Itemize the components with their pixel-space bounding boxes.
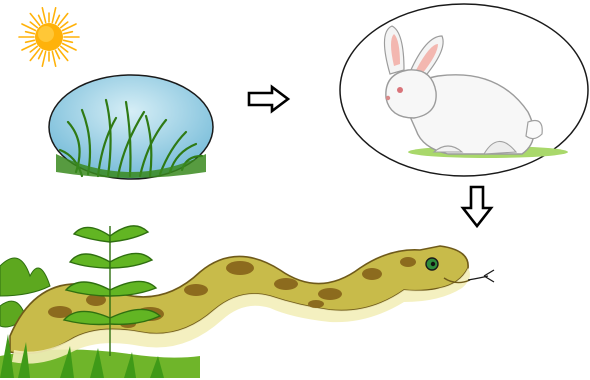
sun-ray bbox=[52, 8, 55, 23]
sun-ray bbox=[64, 40, 73, 42]
sun-ray bbox=[64, 32, 73, 34]
sun-ray bbox=[30, 46, 37, 52]
sun-ray bbox=[61, 46, 68, 52]
rabbit-oval bbox=[338, 2, 590, 178]
sun-ray bbox=[42, 8, 45, 23]
sun-ray bbox=[39, 51, 43, 59]
sun-icon bbox=[12, 4, 86, 70]
arrow-right-icon bbox=[246, 84, 292, 114]
sun-ray bbox=[56, 15, 60, 23]
grass-oval bbox=[46, 72, 216, 182]
sun-ray bbox=[56, 51, 60, 59]
sun-ray bbox=[26, 32, 35, 34]
sun-ray bbox=[52, 52, 55, 67]
sun-ray bbox=[26, 40, 35, 42]
sun-ray bbox=[39, 15, 43, 23]
snake-scene bbox=[0, 206, 520, 378]
sun-ray bbox=[30, 22, 37, 28]
sun-ray bbox=[42, 52, 45, 67]
sun-ray bbox=[61, 22, 68, 28]
